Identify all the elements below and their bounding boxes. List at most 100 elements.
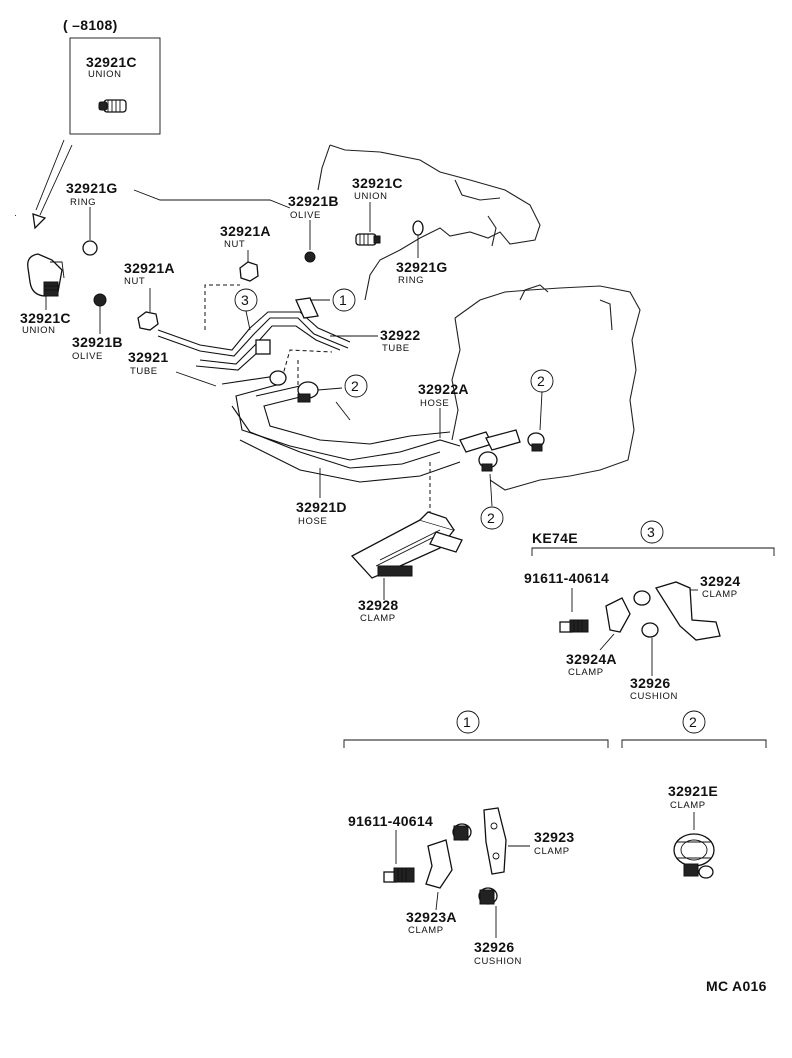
name-cushion-g3: CUSHION bbox=[630, 691, 678, 702]
hose-assembly bbox=[221, 375, 521, 520]
ring-icon-top bbox=[412, 220, 424, 236]
name-hose-bottom: HOSE bbox=[298, 516, 327, 527]
bolt-icon-g1 bbox=[383, 867, 415, 883]
union-fitting-top-icon bbox=[355, 233, 381, 246]
label-32926-g3: 32926 bbox=[630, 675, 670, 691]
callout-circle-3: 3 bbox=[234, 288, 258, 331]
label-32921g-left: 32921G bbox=[66, 180, 118, 196]
clamp-32923a-icon bbox=[425, 839, 453, 889]
label-32924a: 32924A bbox=[566, 651, 617, 667]
name-32921e: CLAMP bbox=[670, 800, 706, 811]
svg-text:3: 3 bbox=[647, 524, 655, 540]
inset-frame bbox=[69, 37, 161, 135]
group-1-circle bbox=[456, 710, 480, 734]
diagram-code: MC A016 bbox=[706, 978, 767, 994]
serial-range: ( –8108) bbox=[63, 17, 118, 33]
engine-outline bbox=[317, 144, 541, 301]
arrowhead-icon bbox=[32, 213, 47, 230]
label-32921a-mid: 32921A bbox=[220, 223, 271, 239]
clamp-32924a-icon bbox=[605, 597, 631, 633]
name-tube-left: TUBE bbox=[130, 366, 158, 377]
inset-box: ( –8108) 32921C UNION · bbox=[14, 17, 161, 230]
svg-text:·: · bbox=[14, 210, 18, 221]
ring-icon bbox=[82, 240, 98, 256]
name-olive-left: OLIVE bbox=[72, 351, 103, 362]
label-32923: 32923 bbox=[534, 829, 574, 845]
svg-text:2: 2 bbox=[487, 510, 495, 526]
label-32921c-top: 32921C bbox=[352, 175, 403, 191]
nut-icon-mid bbox=[239, 261, 259, 282]
name-clamp-32928: CLAMP bbox=[360, 613, 396, 624]
label-32921e: 32921E bbox=[668, 783, 718, 799]
label-32923a: 32923A bbox=[406, 909, 457, 925]
name-union-top: UNION bbox=[354, 191, 388, 202]
nut-icon-left bbox=[137, 311, 159, 331]
name-nut-mid: NUT bbox=[224, 239, 245, 250]
inset-arrow bbox=[35, 139, 73, 216]
cushion-icon-g1 bbox=[452, 823, 498, 905]
svg-text:2: 2 bbox=[689, 714, 697, 730]
label-32928-clamp: 32928 bbox=[358, 597, 398, 613]
label-32921b-left: 32921B bbox=[72, 334, 123, 350]
tube-assembly bbox=[157, 284, 351, 395]
name-union-inset: UNION bbox=[88, 69, 122, 80]
clamp-32924-icon bbox=[654, 581, 721, 641]
group-2-bracket bbox=[621, 739, 767, 748]
hose-clamp-icon bbox=[269, 370, 545, 472]
svg-text:2: 2 bbox=[351, 378, 359, 394]
svg-text:1: 1 bbox=[463, 714, 471, 730]
group-1-detail: 1 91611-40614 32923A CLAMP 32923 CLAMP 3… bbox=[343, 710, 609, 967]
group-3-circle bbox=[640, 520, 664, 544]
svg-text:3: 3 bbox=[241, 292, 249, 308]
callout-circle-2a: 2 bbox=[317, 374, 368, 421]
label-32922a-hose: 32922A bbox=[418, 381, 469, 397]
name-olive-top: OLIVE bbox=[290, 210, 321, 221]
olive-icon bbox=[93, 293, 107, 307]
group-3-detail: KE74E 3 91611-40614 32924 CLAMP 32924A C… bbox=[524, 520, 775, 702]
model-label: KE74E bbox=[532, 530, 578, 546]
label-32921d-hose: 32921D bbox=[296, 499, 347, 515]
svg-text:2: 2 bbox=[537, 373, 545, 389]
svg-text:1: 1 bbox=[339, 292, 347, 308]
bolt-label-g3: 91611-40614 bbox=[524, 570, 609, 586]
hose-clamp-32921e-icon bbox=[673, 833, 715, 879]
union-fitting-icon bbox=[98, 99, 127, 113]
name-hose-right: HOSE bbox=[420, 398, 449, 409]
name-ring-left: RING bbox=[70, 197, 96, 208]
name-32924: CLAMP bbox=[702, 589, 738, 600]
transmission-outline bbox=[451, 284, 641, 491]
label-32921-tube: 32921 bbox=[128, 349, 168, 365]
callout-circle-2b: 2 bbox=[530, 369, 554, 431]
group-2-detail: 2 32921E CLAMP bbox=[621, 710, 767, 879]
olive-icon-top bbox=[304, 251, 316, 263]
group-3-bracket bbox=[531, 547, 775, 556]
label-32922-tube: 32922 bbox=[380, 327, 420, 343]
label-32921c-left: 32921C bbox=[20, 310, 71, 326]
group-1-bracket bbox=[343, 739, 609, 748]
clamp-32923-icon bbox=[483, 807, 507, 875]
label-32926-g1: 32926 bbox=[474, 939, 514, 955]
clamp-on-tube bbox=[255, 339, 271, 355]
union-elbow-left bbox=[27, 253, 65, 297]
bolt-label-g1: 91611-40614 bbox=[348, 813, 433, 829]
name-32923a: CLAMP bbox=[408, 925, 444, 936]
cushion-icon-g3 bbox=[633, 590, 659, 638]
name-ring-right: RING bbox=[398, 275, 424, 286]
name-32924a: CLAMP bbox=[568, 667, 604, 678]
clamp-32928-icon bbox=[350, 511, 463, 579]
label-32921c-inset: 32921C bbox=[86, 54, 137, 70]
label-32921b-top: 32921B bbox=[288, 193, 339, 209]
label-32924: 32924 bbox=[700, 573, 740, 589]
name-32923: CLAMP bbox=[534, 846, 570, 857]
name-tube-right: TUBE bbox=[382, 343, 410, 354]
callout-circle-1: 1 bbox=[310, 288, 356, 312]
bracket-on-tube bbox=[295, 297, 319, 319]
name-union-left: UNION bbox=[22, 325, 56, 336]
name-nut-left: NUT bbox=[124, 276, 145, 287]
name-cushion-g1: CUSHION bbox=[474, 956, 522, 967]
label-32921g-right: 32921G bbox=[396, 259, 448, 275]
bolt-icon-g3 bbox=[559, 619, 589, 633]
label-32921a-left: 32921A bbox=[124, 260, 175, 276]
group-2-circle bbox=[682, 710, 706, 734]
